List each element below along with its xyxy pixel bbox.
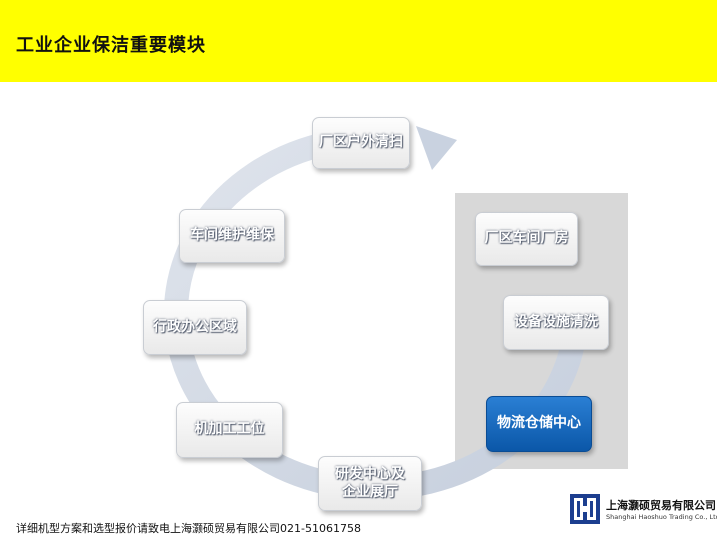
company-logo-icon (570, 494, 600, 524)
node-machining: 机加工工位 (176, 402, 283, 458)
node-rnd-center: 研发中心及 企业展厅 (318, 456, 422, 511)
title-bar: 工业企业保洁重要模块 (0, 0, 717, 82)
logo-name-cn: 上海灏硕贸易有限公司 (606, 499, 716, 512)
arrow-head-icon (416, 126, 457, 170)
company-logo: 上海灏硕贸易有限公司 Shanghai Haoshuo Trading Co.,… (570, 494, 717, 526)
node-workshop: 厂区车间厂房 (475, 212, 578, 266)
contact-text: 详细机型方案和选型报价请致电上海灏硕贸易有限公司021-51061758 (16, 522, 361, 535)
node-maintenance: 车间维护维保 (179, 209, 285, 263)
node-office-area: 行政办公区域 (143, 300, 247, 355)
node-outdoor-cleaning: 厂区户外清扫 (312, 117, 410, 169)
node-equipment-cleaning: 设备设施清洗 (503, 295, 609, 350)
node-logistics-center: 物流仓储中心 (486, 396, 592, 452)
page-title: 工业企业保洁重要模块 (16, 35, 206, 56)
logo-name-en: Shanghai Haoshuo Trading Co., Ltd. (606, 513, 717, 521)
